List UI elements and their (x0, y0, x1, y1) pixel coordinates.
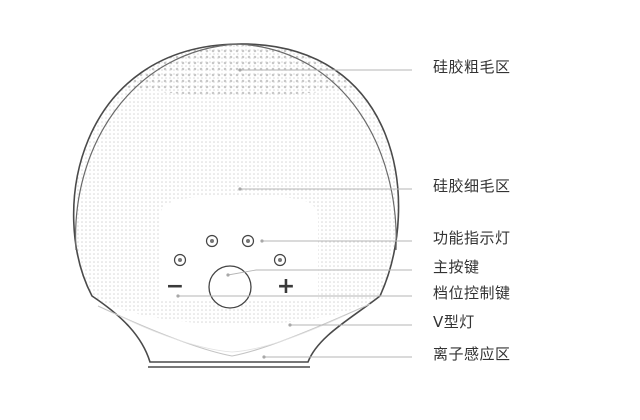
leader-dots (176, 68, 292, 359)
minus-key[interactable]: − (166, 274, 184, 299)
indicator-light-4-dot (278, 258, 282, 262)
plus-key[interactable]: + (277, 274, 295, 299)
leader-main-1 (227, 269, 257, 276)
main-button-ring[interactable] (208, 265, 252, 309)
leader-lines (178, 69, 412, 358)
shell-edge (74, 43, 397, 251)
v-light-inner (119, 315, 345, 353)
label-main-button: 主按键 (433, 258, 480, 276)
control-panel-area (160, 196, 318, 300)
label-coarse-bristle-zone: 硅胶粗毛区 (433, 58, 511, 76)
indicator-light-1-dot (210, 239, 214, 243)
label-function-indicator: 功能指示灯 (433, 229, 511, 247)
label-ion-sensing-zone: 离子感应区 (433, 345, 511, 363)
label-gear-control-keys: 档位控制键 (433, 284, 511, 302)
indicator-lights (173, 234, 287, 267)
indicator-light-2-dot (246, 239, 250, 243)
indicator-light-3-dot (178, 258, 182, 262)
device-body-outline (72, 43, 400, 363)
label-v-light: V型灯 (433, 313, 475, 331)
label-fine-bristle-zone: 硅胶细毛区 (433, 177, 511, 195)
coarse-bristle-field (73, 43, 399, 96)
